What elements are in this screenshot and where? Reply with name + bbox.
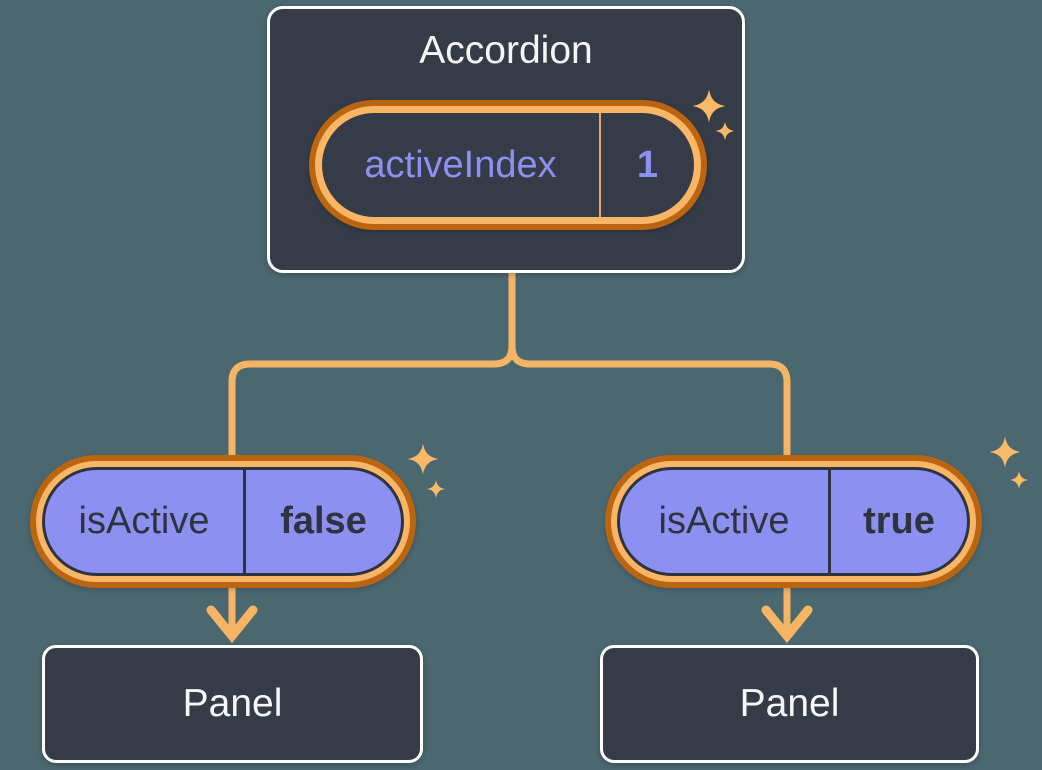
state-pill-ring: activeIndex 1 <box>315 106 701 224</box>
prop-pill-core: isActive true <box>617 467 970 576</box>
prop-pill-divider <box>828 470 831 573</box>
sparkle-icon <box>407 443 439 475</box>
sparkle-icon <box>989 436 1021 468</box>
arrow-down-icon <box>206 605 258 644</box>
panel-box-right: Panel <box>600 645 979 763</box>
state-pill-value: 1 <box>636 143 659 186</box>
state-pill: activeIndex 1 <box>309 100 707 230</box>
prop-pill-left: isActive false <box>30 455 416 588</box>
prop-pill-value: true <box>863 500 935 542</box>
arrow-down-icon <box>761 605 813 644</box>
state-pill-divider <box>599 113 601 217</box>
prop-pill-ring: isActive false <box>36 461 410 582</box>
prop-pill-name: isActive <box>78 500 210 542</box>
sparkle-icon <box>427 480 445 498</box>
sparkle-icon <box>1010 471 1028 489</box>
panel-box-left: Panel <box>42 645 423 763</box>
prop-pill-value: false <box>280 500 367 542</box>
prop-pill-core: isActive false <box>42 467 404 576</box>
prop-pill-right: isActive true <box>605 455 982 588</box>
panel-title: Panel <box>739 682 840 725</box>
prop-pill-ring: isActive true <box>611 461 976 582</box>
state-pill-core: activeIndex 1 <box>322 113 694 217</box>
accordion-box: Accordion activeIndex 1 <box>267 6 745 273</box>
panel-title: Panel <box>182 682 283 725</box>
prop-pill-name: isActive <box>658 500 790 542</box>
state-pill-name: activeIndex <box>364 143 557 186</box>
accordion-title: Accordion <box>419 29 593 72</box>
